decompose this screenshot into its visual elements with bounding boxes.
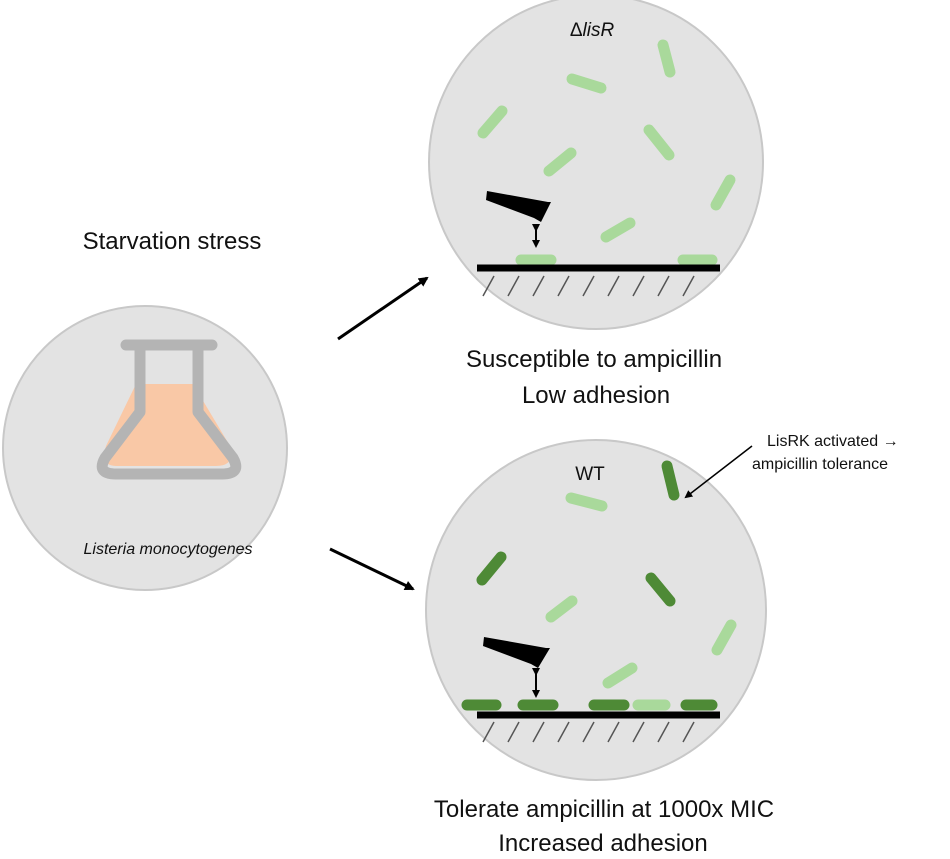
bacterium <box>545 595 578 623</box>
wt-afm-probe <box>483 637 550 698</box>
annotation-line2: ampicillin tolerance <box>752 456 889 473</box>
delta-symbol: Δ <box>569 20 583 41</box>
afm-cantilever-icon <box>483 637 550 668</box>
wt-caption-line1: Tolerate ampicillin at 1000x MIC <box>433 796 775 823</box>
bacterium <box>711 619 737 656</box>
bacterium <box>600 217 636 243</box>
flask-icon <box>96 339 242 480</box>
lisr-caption-line1: Susceptible to ampicillin <box>465 346 723 373</box>
wt-surface-hatching <box>482 721 695 743</box>
bacterium <box>643 124 675 161</box>
starvation-stress-title: Starvation stress <box>82 228 262 255</box>
lisr-surface-hatching <box>482 275 695 297</box>
arrow-to-lisr-panel <box>337 276 429 341</box>
activated-bacterium <box>476 551 507 586</box>
annotation-arrow <box>684 445 753 499</box>
bacterium <box>710 174 736 211</box>
afm-cantilever-icon <box>486 191 551 222</box>
bacterium <box>477 105 508 139</box>
lisr-panel-header: ΔlisR <box>570 20 614 42</box>
bacterium <box>657 39 676 78</box>
wt-bacteria-light <box>545 492 737 711</box>
bacterium <box>602 662 638 689</box>
lisr-bacteria <box>477 39 736 266</box>
lisr-afm-probe <box>486 191 551 248</box>
flask-outline <box>96 339 242 480</box>
flask-organism-label: Listeria monocytogenes <box>83 541 253 558</box>
arrow-to-wt-panel <box>329 547 415 591</box>
lisr-gene-label: lisR <box>582 20 615 41</box>
wt-caption-line2: Increased adhesion <box>498 830 708 857</box>
wt-panel-header: WT <box>575 464 605 485</box>
bacterium <box>566 73 607 94</box>
bacterium <box>565 492 608 512</box>
bacterium <box>543 147 577 177</box>
lisr-panel-circle <box>428 0 764 330</box>
activated-bacterium <box>645 572 676 607</box>
wt-bacteria-dark <box>461 460 718 711</box>
wt-panel-circle <box>425 439 767 781</box>
lisr-caption-line2: Low adhesion <box>521 382 671 409</box>
annotation-line1: LisRK activated → <box>767 433 899 450</box>
activated-bacterium <box>661 460 680 501</box>
